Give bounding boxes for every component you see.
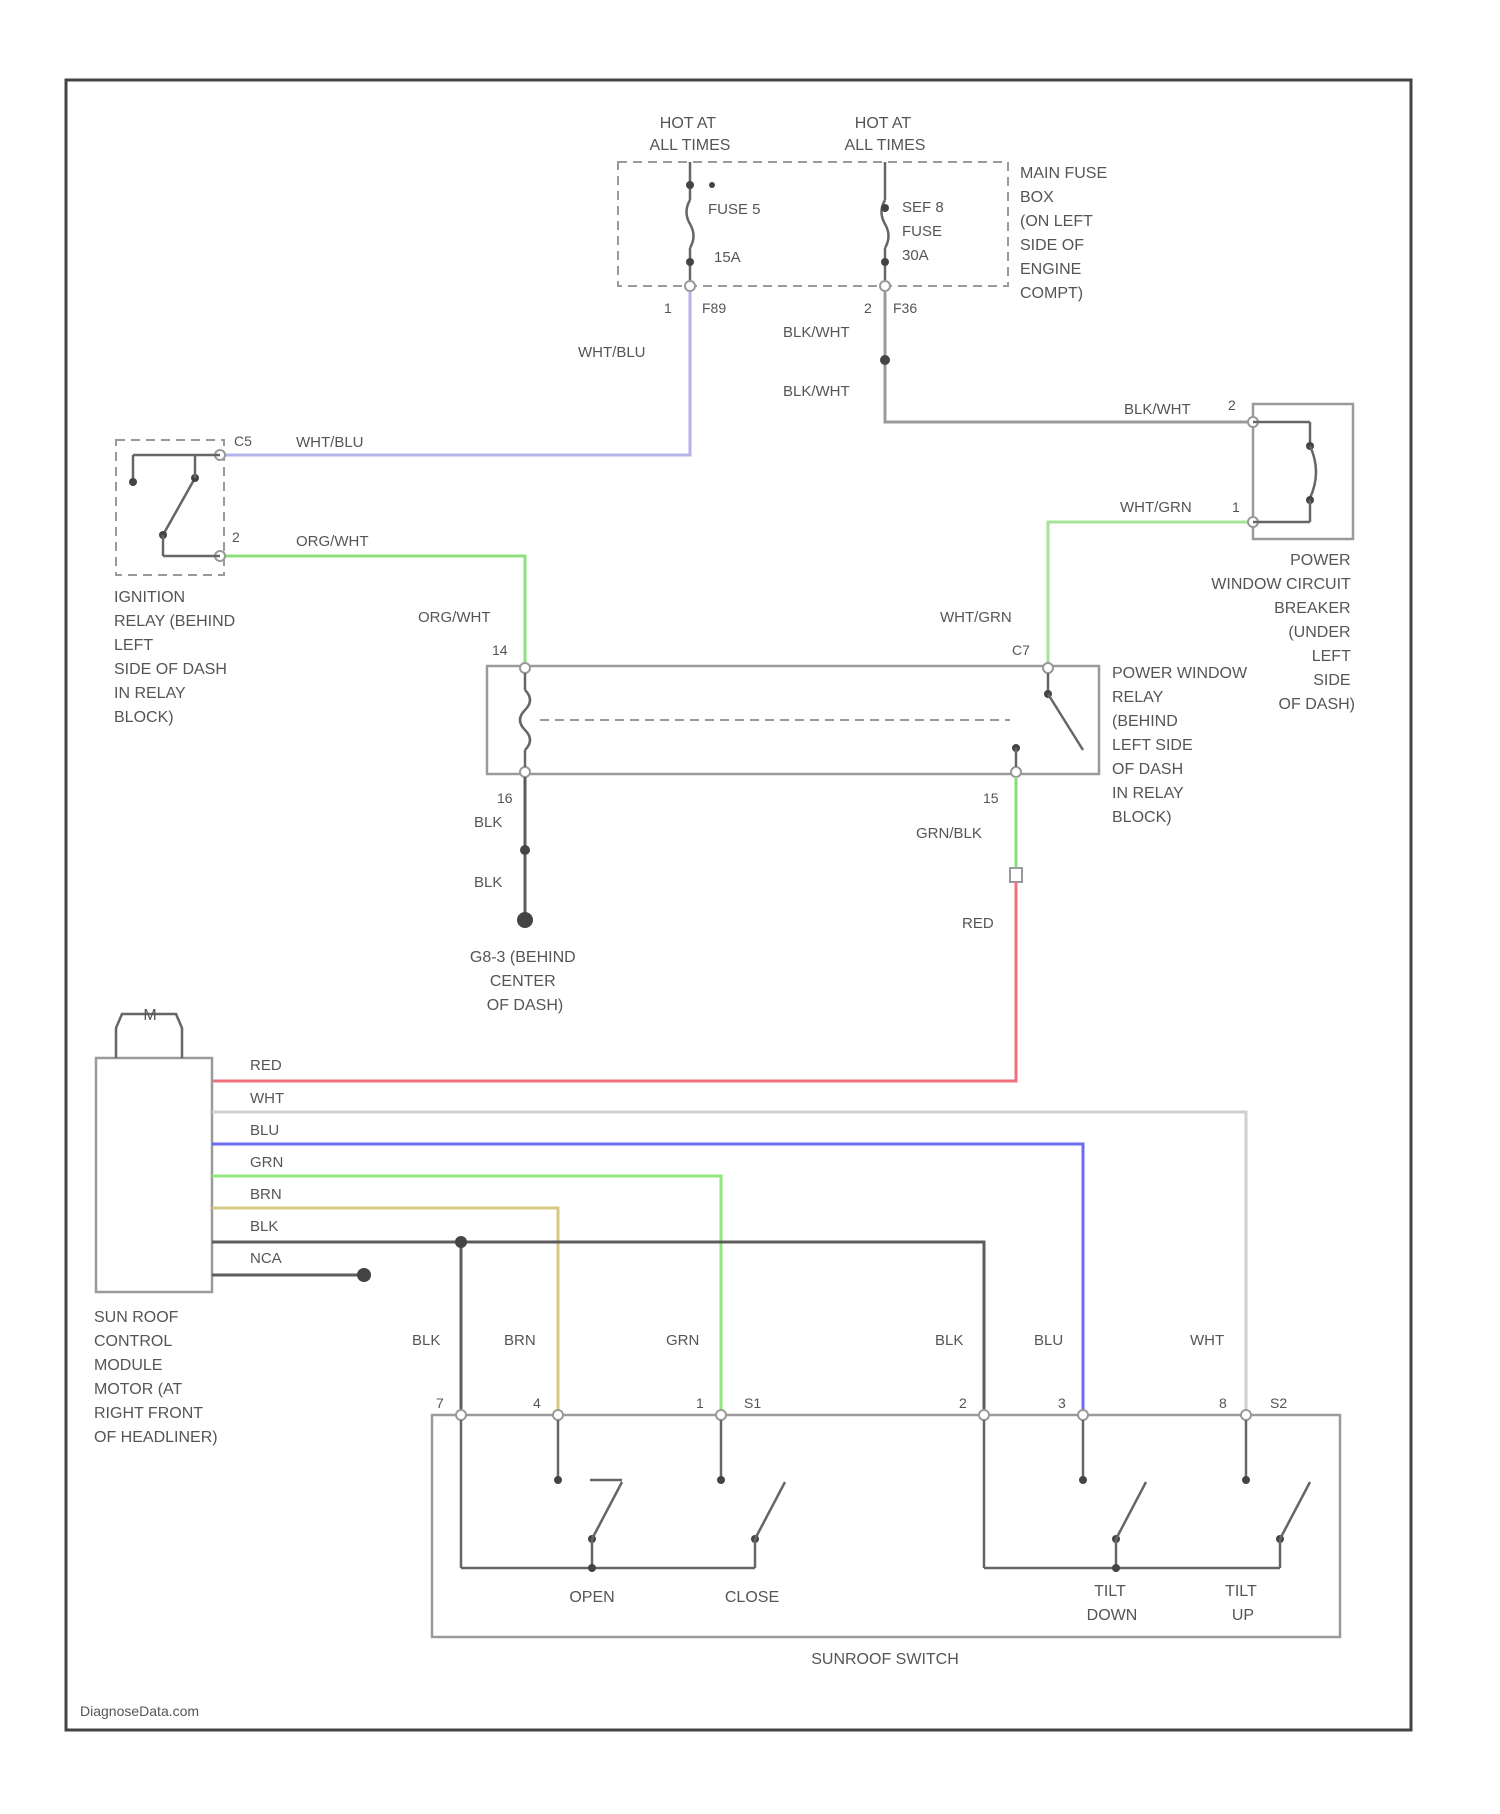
switch-wire-label-blu: BLU <box>1034 1332 1063 1349</box>
wire-blk-module <box>212 1242 984 1415</box>
wire-wht-grn <box>1048 522 1253 668</box>
wire-wht <box>212 1112 1246 1415</box>
wire-label-blk-ground-1: BLK <box>474 814 502 831</box>
wire-label-wht-blu-2: WHT/BLU <box>296 434 364 451</box>
nca-end-icon <box>357 1268 371 1282</box>
module-wire-label-blk: BLK <box>250 1218 278 1235</box>
wire-label-blk-wht-1: BLK/WHT <box>783 324 850 341</box>
module-wire-label-grn: GRN <box>250 1154 283 1171</box>
pw-relay-label: POWER WINDOW RELAY (BEHIND LEFT SIDE OF … <box>1112 665 1252 826</box>
fuse-5 <box>686 162 715 286</box>
switch-label-tilt-down: TILT DOWN <box>1087 1583 1138 1624</box>
fuse-box-outline <box>618 162 1008 286</box>
sef-8-fuse-label: SEF 8 FUSE 30A <box>902 199 948 264</box>
switch-pin-7: 7 <box>436 1395 444 1411</box>
fuse-box-conn-f36: F36 <box>893 300 917 316</box>
wire-grn <box>212 1176 721 1415</box>
hot-at-all-times-label-1: HOT AT ALL TIMES <box>650 115 731 154</box>
wire-label-wht-blu-1: WHT/BLU <box>578 344 646 361</box>
open-switch-contact <box>554 1420 622 1572</box>
fuse-box-terminal-1 <box>685 281 695 291</box>
sunroof-switch-outline <box>432 1415 1340 1637</box>
wire-blk-wht <box>885 292 1253 422</box>
breaker-pin-2: 2 <box>1228 397 1236 413</box>
breaker-pin-1: 1 <box>1232 499 1240 515</box>
sunroof-switch-label: SUNROOF SWITCH <box>811 1651 959 1668</box>
switch-pin-4: 4 <box>533 1395 541 1411</box>
pw-relay-pin-15: 15 <box>983 790 999 806</box>
switch-conn-s1: S1 <box>744 1395 761 1411</box>
wire-label-blk-wht-3: BLK/WHT <box>1124 401 1191 418</box>
fuse-box-pin-1: 1 <box>664 300 672 316</box>
wire-wht-blu <box>220 292 690 455</box>
module-wire-label-wht: WHT <box>250 1090 284 1107</box>
switch-label-tilt-up: TILT UP <box>1225 1583 1261 1624</box>
hot-at-all-times-label-2: HOT AT ALL TIMES <box>845 115 926 154</box>
sef-8-fuse <box>881 162 889 286</box>
switch-wire-label-blk-1: BLK <box>412 1332 440 1349</box>
ground-label: G8-3 (BEHIND CENTER OF DASH) <box>470 949 580 1014</box>
module-wire-label-blu: BLU <box>250 1122 279 1139</box>
ignition-relay-label: IGNITION RELAY (BEHIND LEFT SIDE OF DASH… <box>114 589 240 726</box>
diagram-frame <box>66 80 1411 1730</box>
switch-wire-label-blk-2: BLK <box>935 1332 963 1349</box>
watermark: DiagnoseData.com <box>80 1703 199 1719</box>
switch-conn-s2: S2 <box>1270 1395 1287 1411</box>
switch-wire-label-wht: WHT <box>1190 1332 1224 1349</box>
fuse-box-terminal-2 <box>880 281 890 291</box>
motor-symbol: M <box>143 1007 156 1024</box>
power-window-relay <box>487 663 1099 777</box>
module-wire-label-nca: NCA <box>250 1250 282 1267</box>
splice-blk-wht <box>880 355 890 365</box>
ignition-relay-pin-2: 2 <box>232 529 240 545</box>
sunroof-switch <box>432 1410 1340 1637</box>
wire-red <box>212 882 1016 1081</box>
wire-label-wht-grn-2: WHT/GRN <box>940 609 1012 626</box>
wire-blu <box>212 1144 1083 1415</box>
sun-roof-control-module: M <box>96 1007 212 1292</box>
main-fuse-box: HOT AT ALL TIMES HOT AT ALL TIMES FUSE 5… <box>618 115 1112 316</box>
wire-label-blk-wht-2: BLK/WHT <box>783 383 850 400</box>
pw-relay-pin-16: 16 <box>497 790 513 806</box>
switch-pin-1: 1 <box>696 1395 704 1411</box>
wire-label-grn-blk: GRN/BLK <box>916 825 982 842</box>
ignition-relay <box>116 440 225 575</box>
fuse-5-label: FUSE 5 15A <box>708 201 765 266</box>
wire-label-org-wht-2: ORG/WHT <box>418 609 491 626</box>
tilt-down-switch-contact <box>1079 1420 1146 1572</box>
module-label: SUN ROOF CONTROL MODULE MOTOR (AT RIGHT … <box>94 1309 218 1446</box>
breaker-outline <box>1253 404 1353 539</box>
fuse-box-conn-f89: F89 <box>702 300 726 316</box>
splice-blk-ground <box>520 845 530 855</box>
switch-label-close: CLOSE <box>725 1589 779 1606</box>
wire-brn <box>212 1208 558 1415</box>
splice-blk-module <box>455 1236 467 1248</box>
switch-pin-3: 3 <box>1058 1395 1066 1411</box>
pw-relay-conn-c7: C7 <box>1012 642 1030 658</box>
main-fuse-box-label: MAIN FUSE BOX (ON LEFT SIDE OF ENGINE CO… <box>1020 165 1112 302</box>
wire-label-blk-ground-2: BLK <box>474 874 502 891</box>
wire-label-wht-grn-1: WHT/GRN <box>1120 499 1192 516</box>
wire-label-org-wht-1: ORG/WHT <box>296 533 369 550</box>
breaker-label: POWER WINDOW CIRCUIT BREAKER (UNDER LEFT… <box>1211 552 1355 713</box>
pw-relay-pin-14: 14 <box>492 642 508 658</box>
fuse-box-pin-2: 2 <box>864 300 872 316</box>
wire-label-red-1: RED <box>962 915 994 932</box>
power-window-circuit-breaker <box>1248 404 1353 539</box>
module-wire-label-brn: BRN <box>250 1186 282 1203</box>
switch-pin-2: 2 <box>959 1395 967 1411</box>
connector-grn-blk-red <box>1010 868 1022 882</box>
module-wire-label-red: RED <box>250 1057 282 1074</box>
switch-wire-label-brn: BRN <box>504 1332 536 1349</box>
tilt-up-switch-contact <box>1242 1420 1310 1568</box>
switch-label-open: OPEN <box>569 1589 614 1606</box>
ground-g8-3-icon <box>517 912 533 928</box>
close-switch-contact <box>717 1420 785 1568</box>
switch-pin-8: 8 <box>1219 1395 1227 1411</box>
ignition-relay-conn-c5: C5 <box>234 433 252 449</box>
switch-wire-label-grn: GRN <box>666 1332 699 1349</box>
module-outline <box>96 1058 212 1292</box>
